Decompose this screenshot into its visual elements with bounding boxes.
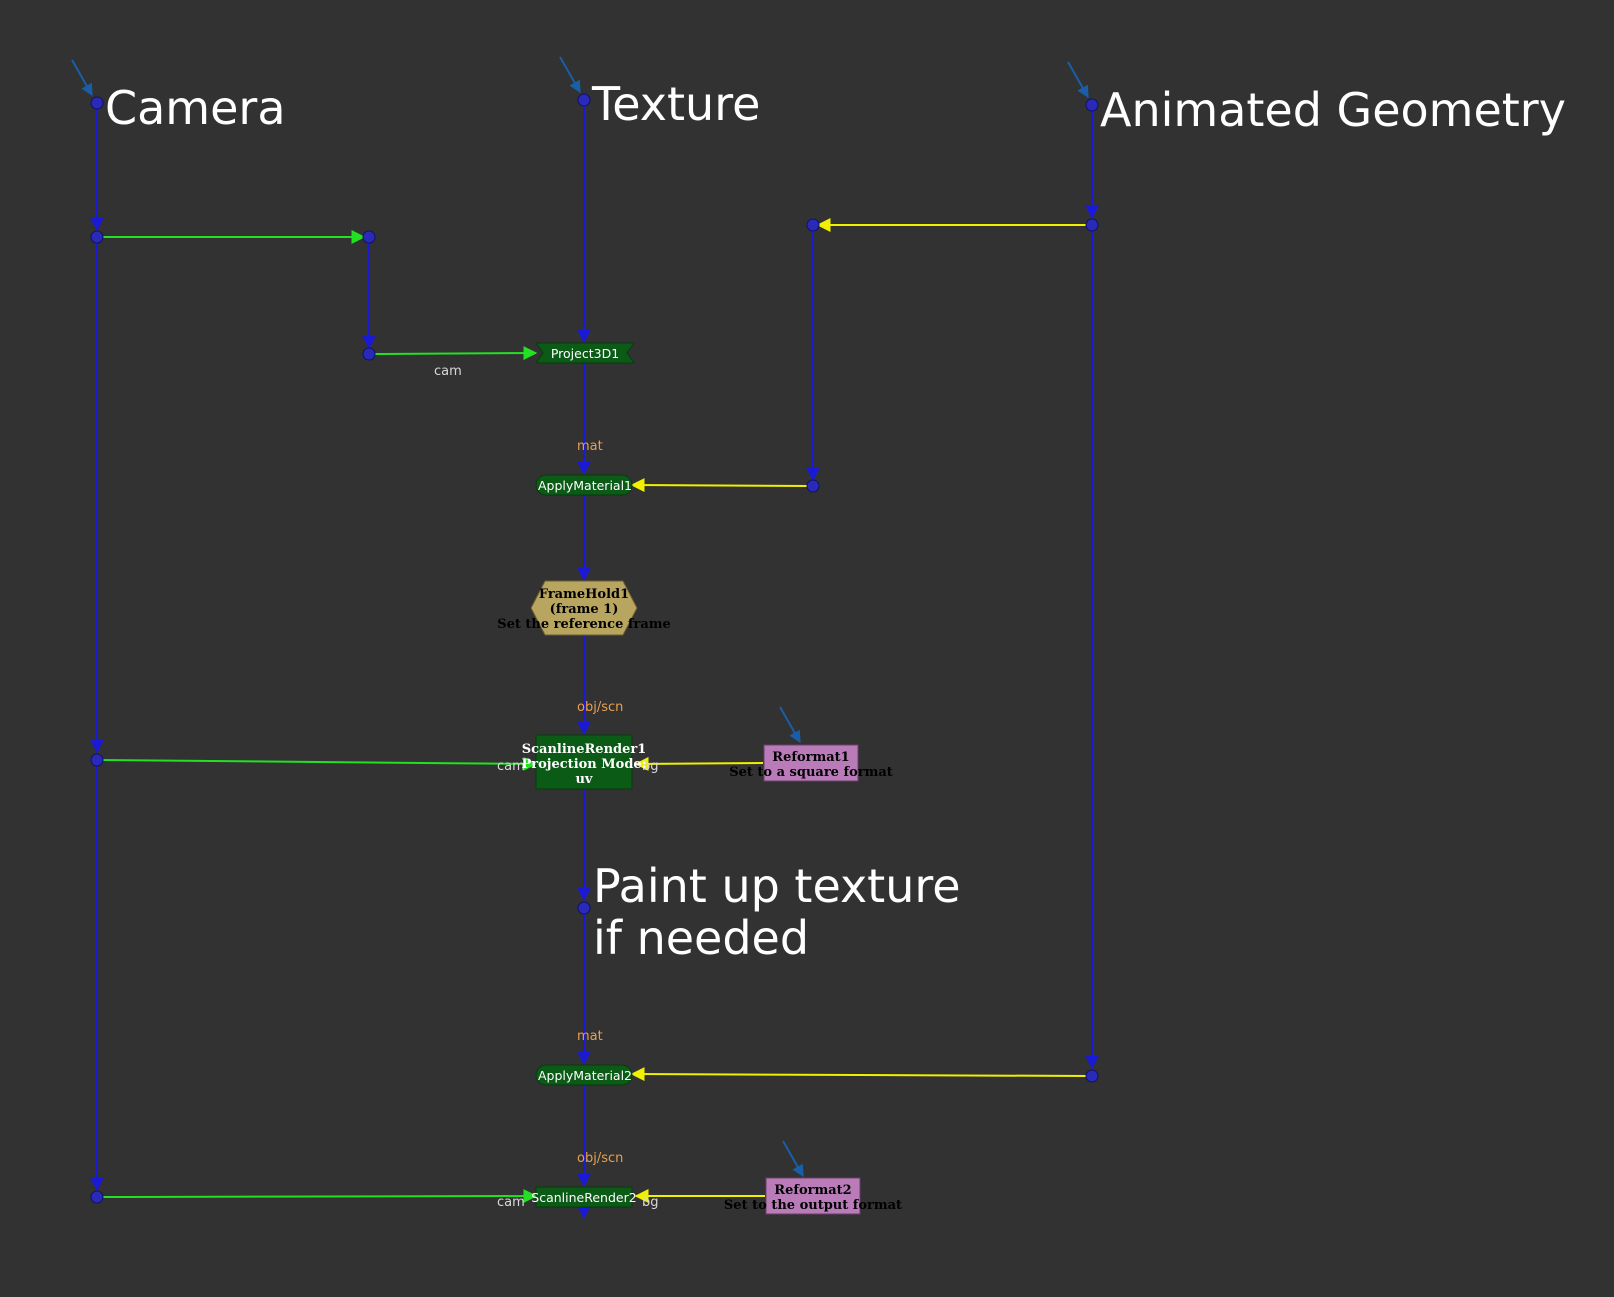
dot-camera-branch[interactable] bbox=[90, 230, 104, 244]
pipe-label-bg-scan1: bg bbox=[642, 759, 659, 774]
input-arrow-texture bbox=[559, 56, 581, 94]
node-scanline-render2-body bbox=[535, 1186, 633, 1208]
dot-paint[interactable] bbox=[577, 901, 591, 915]
dot-camera-top[interactable] bbox=[90, 96, 104, 110]
dot-geometry-top[interactable] bbox=[1085, 98, 1099, 112]
node-apply-material2[interactable]: ApplyMaterial2 bbox=[535, 1064, 633, 1086]
node-apply-material1[interactable]: ApplyMaterial1 bbox=[535, 474, 633, 496]
node-scanline-render1-uv: uv bbox=[575, 772, 592, 787]
pipe-cam-to-scan2[interactable] bbox=[100, 1189, 538, 1204]
dot-geometry-branch[interactable] bbox=[1085, 218, 1099, 232]
node-scanline-render1-name: ScanlineRender1 bbox=[522, 742, 647, 757]
node-reformat2-name: Reformat2 bbox=[774, 1183, 851, 1198]
node-scanline-render2-label: ScanlineRender2 bbox=[531, 1190, 636, 1205]
input-arrow-camera bbox=[71, 59, 93, 97]
backdrop-title-texture: Texture bbox=[591, 77, 760, 131]
node-framehold-frame: (frame 1) bbox=[550, 602, 619, 617]
pipe-label-mat1: mat bbox=[577, 439, 603, 454]
pipe-label-bg-scan2: bg bbox=[642, 1195, 659, 1210]
node-apply-material2-label: ApplyMaterial2 bbox=[538, 1068, 632, 1083]
node-reformat1-name: Reformat1 bbox=[772, 750, 849, 765]
dot-cam-project[interactable] bbox=[362, 347, 376, 361]
backdrop-title-paint-line1: Paint up texture bbox=[593, 859, 961, 913]
node-reformat2-body bbox=[765, 1177, 861, 1215]
input-arrow-geometry bbox=[1067, 61, 1089, 99]
dot-geometry-branch-left[interactable] bbox=[806, 218, 820, 232]
pipe-geometry-to-apply2[interactable] bbox=[630, 1067, 1089, 1082]
node-scanline-render2[interactable]: ScanlineRender2 bbox=[531, 1186, 637, 1208]
input-arrow-reformat1 bbox=[779, 706, 801, 744]
node-scanline-render1-body bbox=[535, 734, 633, 790]
pipe-label-objscn2: obj/scn bbox=[577, 1151, 623, 1166]
dot-camera-scan1[interactable] bbox=[90, 753, 104, 767]
node-framehold-body bbox=[530, 580, 638, 636]
node-reformat2-note: Set to the output format bbox=[724, 1198, 902, 1213]
node-framehold-name: FrameHold1 bbox=[539, 587, 629, 602]
node-apply-material1-label: ApplyMaterial1 bbox=[538, 478, 632, 493]
dot-camera-branch-right[interactable] bbox=[362, 230, 376, 244]
node-apply-material2-body bbox=[535, 1064, 633, 1086]
node-scanline-render1-mode: Projection Mode: bbox=[522, 757, 647, 772]
node-reformat2[interactable]: Reformat2 Set to the output format bbox=[724, 1177, 902, 1215]
node-scanline-render1[interactable]: ScanlineRender1 Projection Mode: uv bbox=[522, 734, 647, 790]
pipe-label-cam-scan1: cam bbox=[497, 759, 525, 774]
node-framehold-note: Set the reference frame bbox=[497, 617, 671, 632]
node-apply-material1-body bbox=[535, 474, 633, 496]
pipe-label-mat2: mat bbox=[577, 1029, 603, 1044]
dot-geometry-apply2[interactable] bbox=[1085, 1069, 1099, 1083]
backdrop-title-geometry: Animated Geometry bbox=[1100, 83, 1566, 137]
node-project3d-body bbox=[535, 342, 635, 364]
node-reformat1[interactable]: Reformat1 Set to a square format bbox=[729, 744, 893, 782]
pipe-geometry-to-apply1[interactable] bbox=[630, 478, 809, 493]
node-framehold[interactable]: FrameHold1 (frame 1) Set the reference f… bbox=[497, 580, 671, 636]
node-project3d[interactable]: Project3D1 bbox=[535, 342, 635, 364]
backdrop-title-camera: Camera bbox=[105, 81, 286, 135]
pipe-label-objscn1: obj/scn bbox=[577, 700, 623, 715]
pipe-label-cam-scan2: cam bbox=[497, 1195, 525, 1210]
input-arrow-reformat2 bbox=[782, 1140, 804, 1178]
dot-camera-scan2[interactable] bbox=[90, 1190, 104, 1204]
pipe-cam-to-scan1[interactable] bbox=[100, 756, 538, 771]
dot-nodes bbox=[90, 93, 1099, 1204]
pipe-label-cam-project: cam bbox=[434, 364, 462, 379]
dot-texture-top[interactable] bbox=[577, 93, 591, 107]
node-reformat1-body bbox=[763, 744, 859, 782]
node-project3d-label: Project3D1 bbox=[551, 346, 619, 361]
pipe-cam-to-project[interactable] bbox=[372, 346, 538, 361]
backdrop-title-paint-line2: if needed bbox=[593, 911, 809, 965]
node-reformat1-note: Set to a square format bbox=[729, 765, 893, 780]
dot-geometry-apply1[interactable] bbox=[806, 479, 820, 493]
pipe-reformat1-to-scan1[interactable] bbox=[634, 756, 764, 771]
